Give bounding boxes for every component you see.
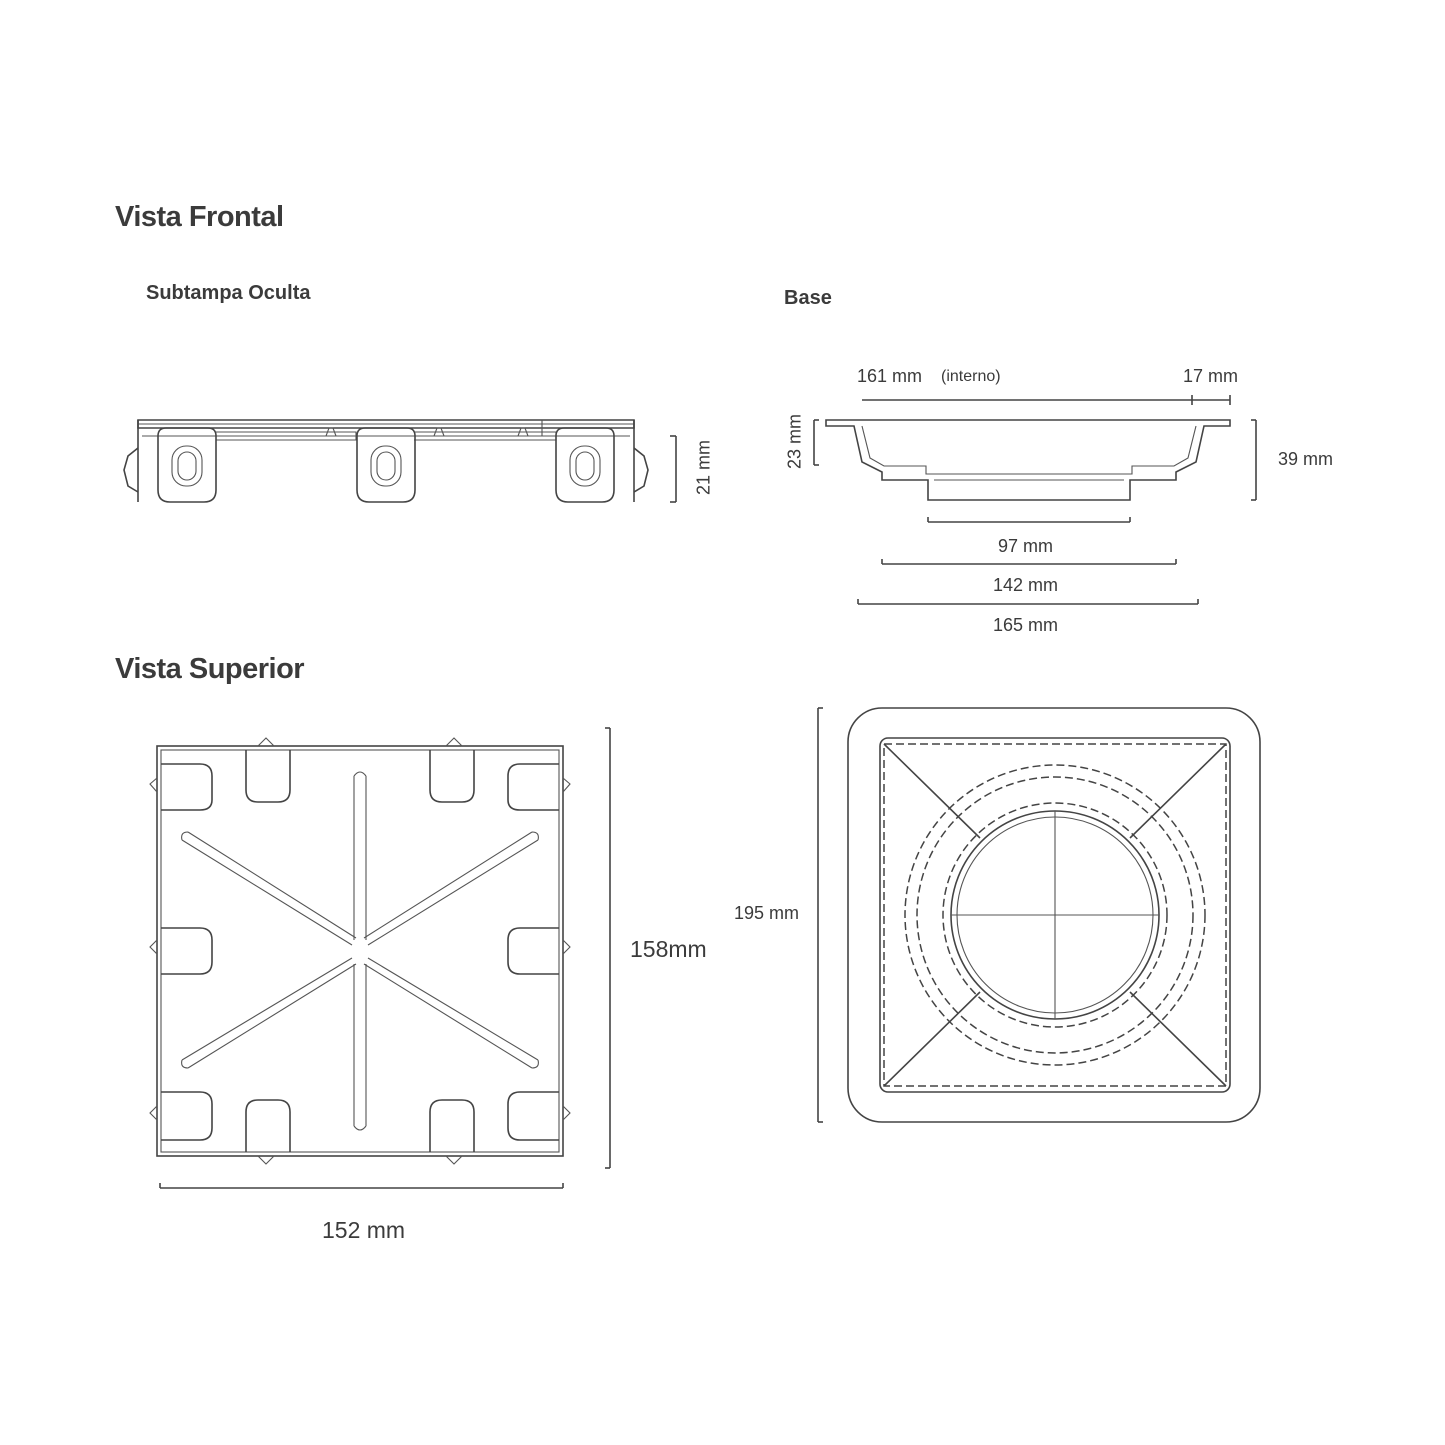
base-front-view	[813, 395, 1257, 605]
base-top-view	[817, 707, 1261, 1123]
base-inner-note: (interno)	[941, 368, 1001, 385]
subtampa-front-view	[123, 419, 677, 503]
subtampa-label: Subtampa Oculta	[146, 282, 311, 304]
base-top-size-label: 195 mm	[734, 903, 800, 923]
base-outer-label: 165 mm	[993, 615, 1059, 635]
base-outlet-label: 97 mm	[998, 536, 1054, 556]
base-flange-label: 17 mm	[1183, 366, 1239, 386]
base-mid-label: 142 mm	[993, 575, 1059, 595]
section-title-top: Vista Superior	[115, 653, 305, 685]
subtampa-top-view	[149, 727, 611, 1189]
base-inner-width-label: 161 mm	[857, 366, 923, 386]
subtampa-top-height-label: 158mm	[630, 936, 707, 962]
base-label: Base	[784, 287, 832, 309]
base-height-label: 39 mm	[1278, 449, 1334, 469]
subtampa-top-width-label: 152 mm	[322, 1217, 406, 1243]
section-title-front: Vista Frontal	[115, 201, 284, 233]
